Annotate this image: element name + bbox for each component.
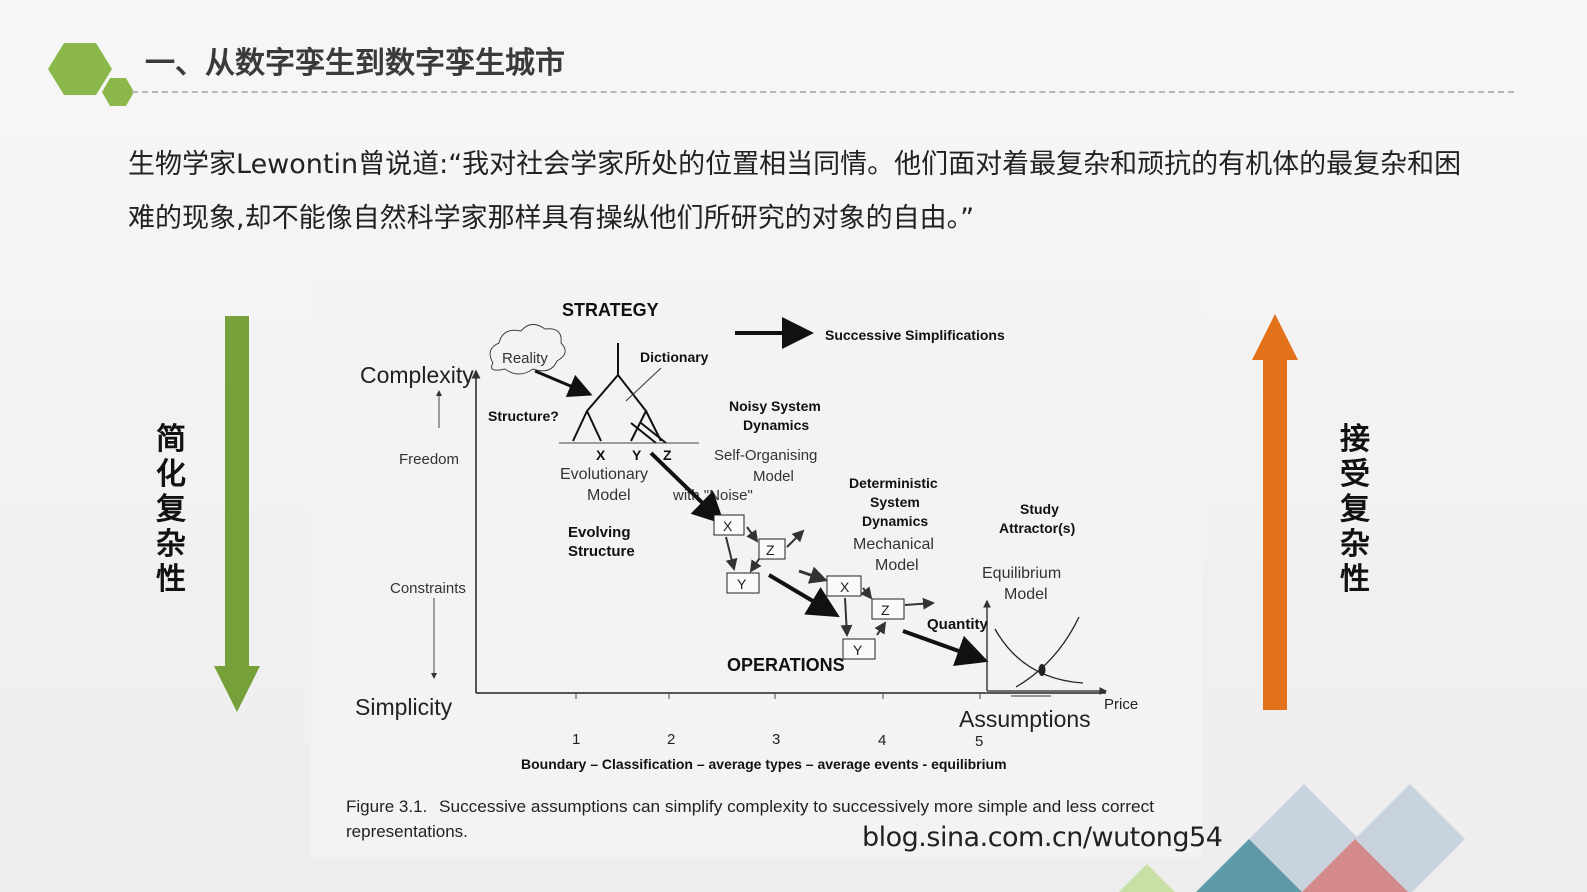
page-title: 一、从数字孪生到数字孪生城市 (145, 46, 565, 81)
freedom-label: Freedom (399, 451, 459, 468)
title-divider (132, 91, 1514, 93)
operations-label: OPERATIONS (727, 655, 845, 675)
noisy-label-1: Noisy System (729, 398, 821, 414)
strategy-label: STRATEGY (562, 300, 659, 320)
tick-5: 5 (975, 733, 983, 750)
demand-curve (994, 628, 1084, 684)
box-z-1-label: Z (766, 542, 775, 558)
structure-label: Structure? (488, 408, 559, 424)
reality-cloud (489, 324, 566, 375)
box-x-1 (713, 514, 745, 536)
self-org-label-1: Self-Organising (714, 447, 817, 464)
evolutionary-label-1: Evolutionary (560, 466, 648, 483)
price-label: Price (1104, 696, 1138, 713)
deterministic-label-2: System (870, 494, 920, 510)
box-x-1-label: X (723, 518, 733, 534)
simplify-complexity-label: 简化复杂性 (156, 422, 186, 597)
figure-caption-number: Figure 3.1. (346, 797, 427, 816)
equilibrium-label-1: Equilibrium (982, 565, 1061, 582)
quote-paragraph: 生物学家Lewontin曾说道:“我对社会学家所处的位置相当同情。他们面对着最复… (128, 149, 1462, 234)
evolutionary-label-2: Model (587, 487, 631, 504)
accept-complexity-label: 接受复杂性 (1340, 422, 1370, 597)
tick-3: 3 (772, 731, 780, 748)
reality-label: Reality (502, 350, 548, 367)
study-label-1: Study (1020, 501, 1059, 517)
quantity-label: Quantity (927, 616, 988, 633)
arrow-down-icon (214, 316, 260, 712)
box-y-2-label: Y (853, 642, 863, 658)
simplicity-label: Simplicity (355, 694, 453, 720)
mechanical-label-2: Model (875, 557, 919, 574)
box-z-2-label: Z (881, 602, 890, 618)
box-y-2 (842, 638, 876, 660)
mechanical-label-1: Mechanical (853, 536, 934, 553)
evolving-label-1: Evolving (568, 524, 631, 541)
dictionary-label: Dictionary (640, 349, 709, 365)
tick-2: 2 (667, 731, 675, 748)
tree-label-z: Z (663, 447, 672, 463)
box-y-1-label: Y (737, 576, 747, 592)
tick-1: 1 (572, 731, 580, 748)
x-axis-ticks (575, 693, 981, 699)
tree-label-y: Y (632, 447, 642, 463)
complexity-label: Complexity (360, 362, 474, 388)
deterministic-label-3: Dynamics (862, 513, 928, 529)
supply-curve (1015, 616, 1080, 688)
assumptions-label: Assumptions (959, 706, 1091, 732)
deterministic-label-1: Deterministic (849, 475, 938, 491)
figure-diagram: STRATEGY Successive Simplifications Comp… (311, 283, 1202, 857)
tree-label-x: X (596, 447, 606, 463)
self-org-label-3: with "Noise" (672, 487, 753, 504)
evolving-label-2: Structure (568, 543, 635, 560)
figure-caption-text: Successive assumptions can simplify comp… (439, 797, 1154, 816)
equilibrium-point (1038, 664, 1046, 676)
box-x-2-label: X (840, 579, 850, 595)
figure-caption-text-2: representations. (346, 822, 468, 841)
decorative-diamonds (1119, 784, 1465, 892)
boundary-label: Boundary – Classification – average type… (521, 756, 1007, 772)
watermark-url: blog.sina.com.cn/wutong54 (862, 822, 1223, 853)
box-x-2 (826, 575, 862, 597)
study-label-2: Attractor(s) (999, 520, 1075, 536)
equilibrium-label-2: Model (1004, 586, 1048, 603)
hexagon-logo-icon (48, 43, 134, 106)
tick-4: 4 (878, 732, 886, 749)
box-y-1 (726, 572, 760, 594)
arrow-up-icon (1252, 314, 1298, 710)
dictionary-tree (572, 343, 667, 444)
constraints-label: Constraints (390, 580, 466, 597)
self-org-label-2: Model (753, 468, 794, 485)
noisy-label-2: Dynamics (743, 417, 809, 433)
box-z-1 (758, 538, 786, 560)
legend-label: Successive Simplifications (825, 327, 1005, 343)
box-z-2 (871, 598, 905, 620)
